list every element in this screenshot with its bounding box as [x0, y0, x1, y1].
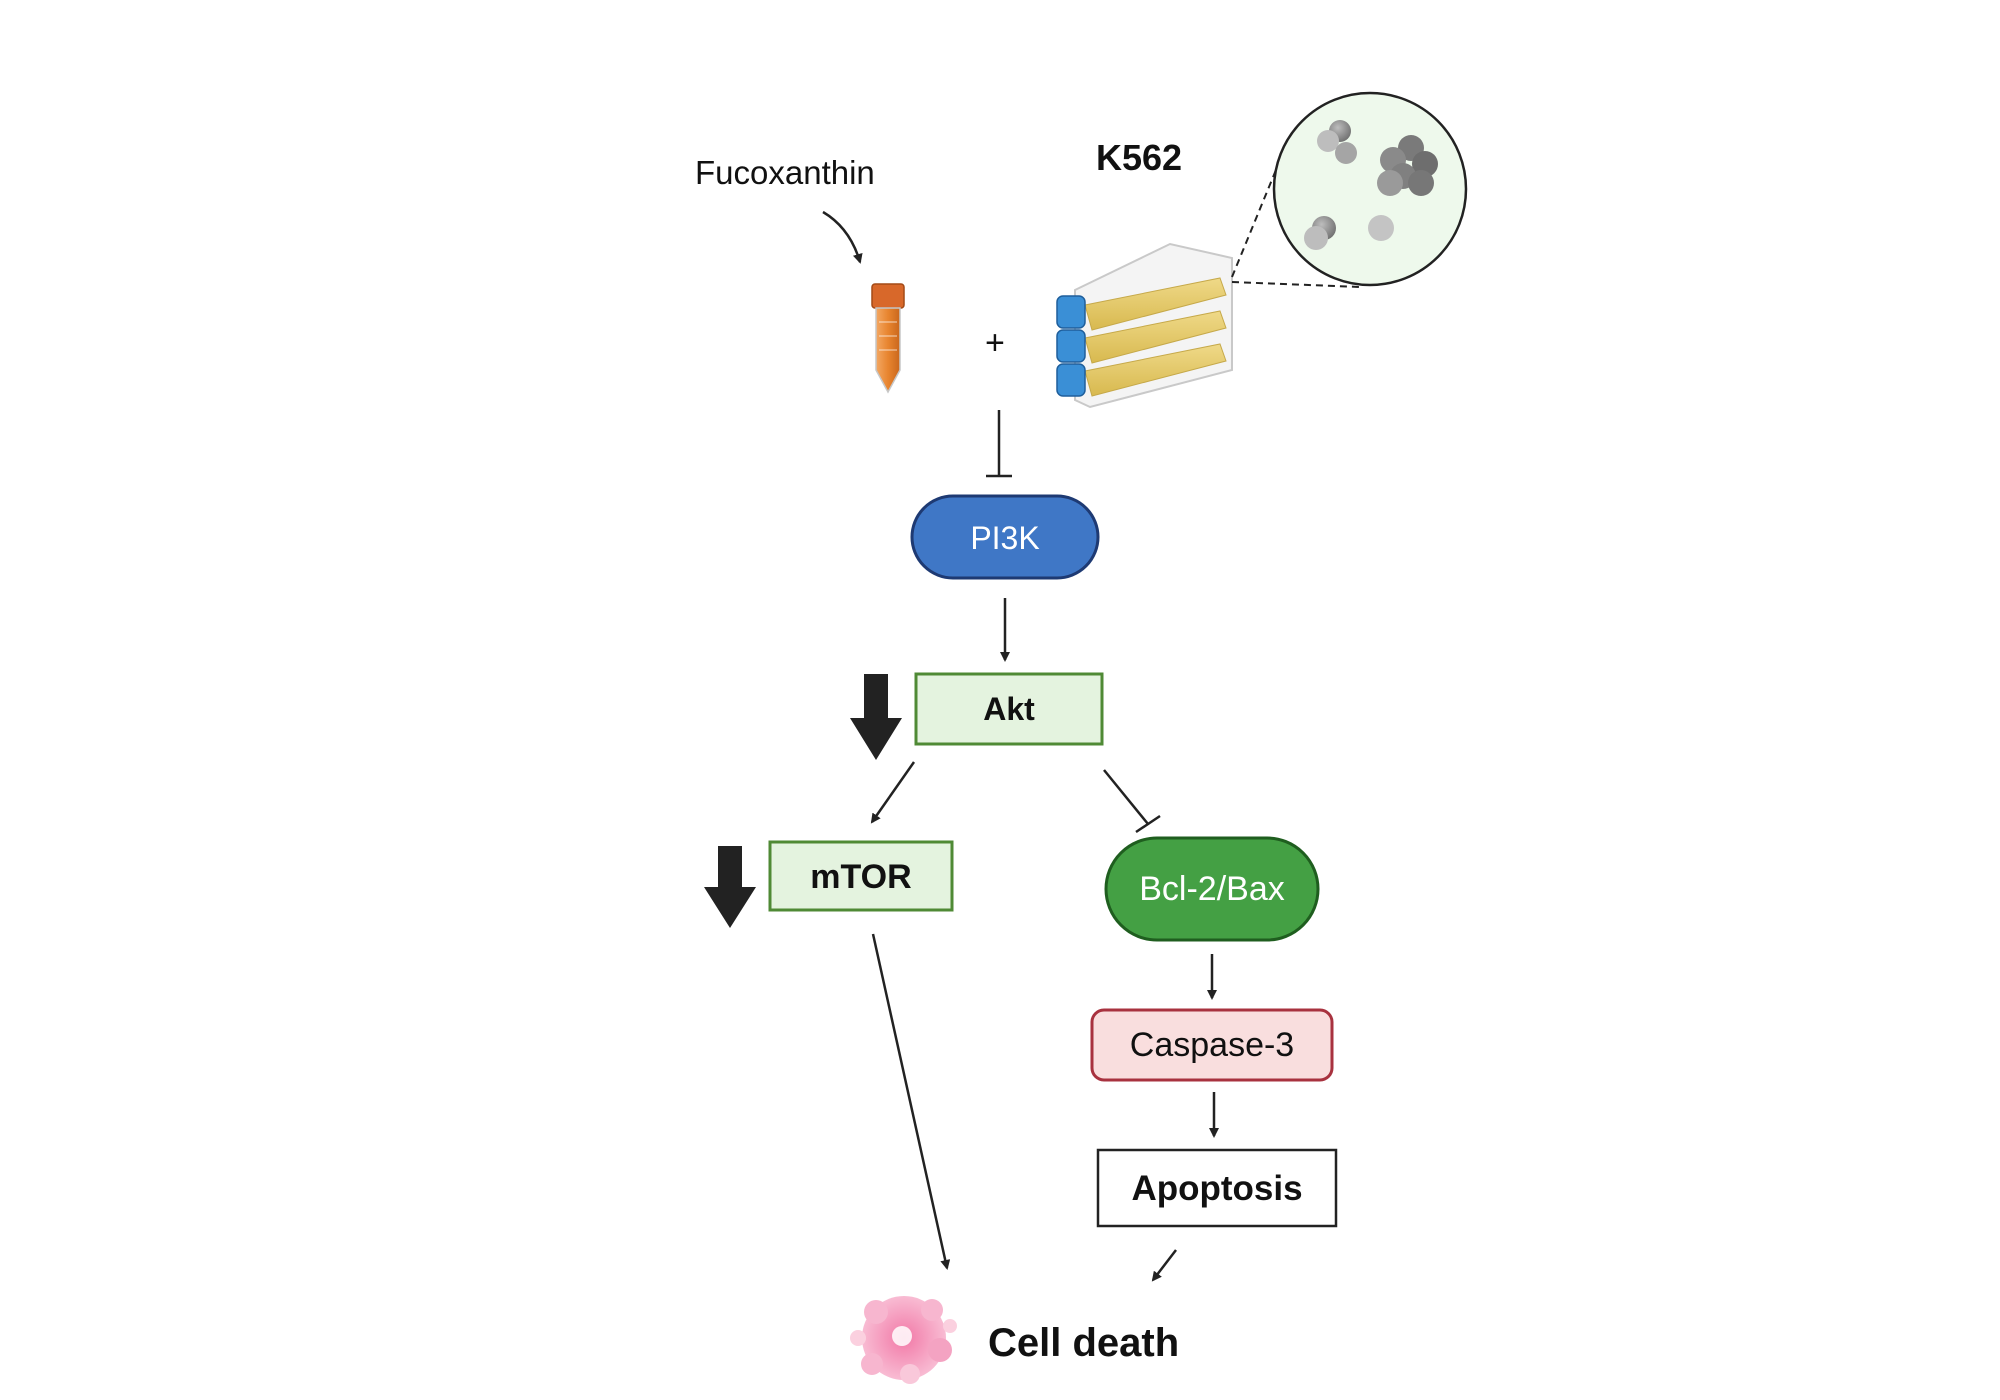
pi3k-node: PI3K — [910, 494, 1100, 580]
activation-arrow — [871, 933, 951, 1270]
mtor-label: mTOR — [810, 858, 911, 896]
culture-flask-icon — [1056, 242, 1233, 409]
inhibition-line — [1103, 769, 1149, 825]
down-arrow-icon — [704, 846, 756, 928]
caspase3-node: Caspase-3 — [1090, 1008, 1334, 1082]
apoptosis-node: Apoptosis — [1096, 1148, 1338, 1228]
falcon-tube-icon — [871, 283, 905, 394]
inhibition-bar — [1135, 814, 1161, 834]
mtor-node: mTOR — [768, 840, 954, 912]
plus-sign: + — [985, 324, 1005, 362]
zoom-line — [1231, 281, 1361, 288]
akt-label: Akt — [983, 691, 1035, 727]
fucoxanthin-label: Fucoxanthin — [695, 154, 875, 191]
apoptosis-label: Apoptosis — [1131, 1169, 1302, 1208]
activation-arrow — [870, 761, 916, 824]
activation-arrow — [1151, 1249, 1177, 1282]
cell-death-label: Cell death — [988, 1321, 1179, 1365]
bcl2-bax-node: Bcl-2/Bax — [1104, 836, 1320, 942]
zoom-line — [1231, 164, 1279, 278]
akt-node: Akt — [914, 672, 1104, 746]
dead-cell-icon — [850, 1296, 957, 1384]
bcl2-bax-label: Bcl-2/Bax — [1139, 870, 1285, 908]
down-arrow-icon — [850, 674, 902, 760]
cell-zoom-circle — [1272, 91, 1468, 287]
caspase3-label: Caspase-3 — [1130, 1026, 1294, 1064]
k562-label: K562 — [1096, 137, 1182, 178]
curved-arrow-icon — [822, 210, 863, 264]
pi3k-label: PI3K — [970, 520, 1039, 556]
